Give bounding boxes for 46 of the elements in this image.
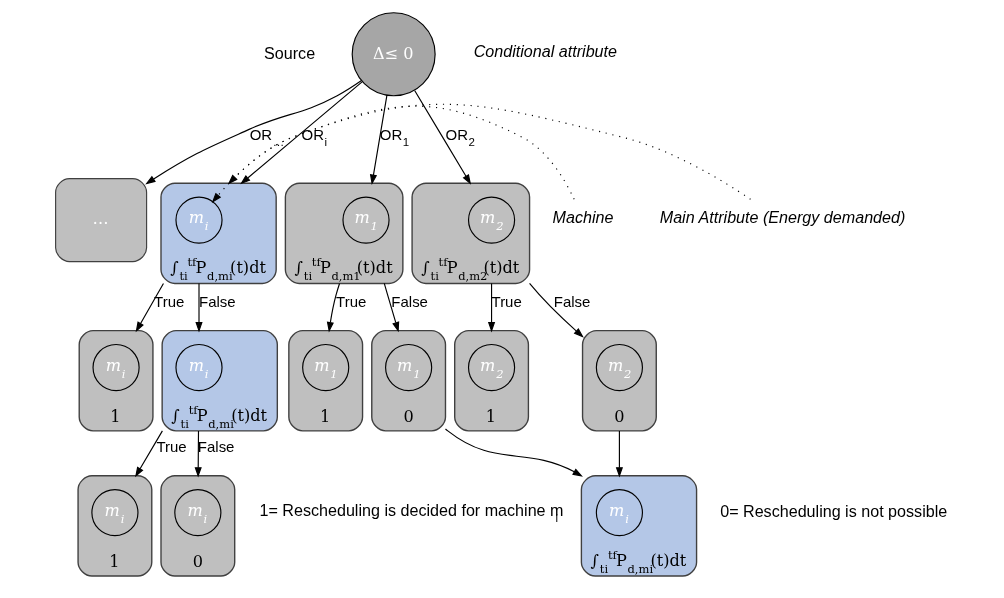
node-circle: m$_{1}$ (384, 343, 432, 392)
node-circle: m$_{1}$ (301, 343, 349, 392)
edge-label: OR$_{…}$ (249, 125, 284, 148)
node-circle: Δ≤ 0 (351, 12, 436, 97)
node-circle: m$_{i}$ (91, 343, 140, 392)
arrow (528, 282, 584, 338)
edge-label: False (390, 292, 428, 310)
edge-label: False (198, 292, 236, 310)
edge-label: True (153, 292, 184, 310)
edge-label: OR$_{i}$ (301, 125, 327, 148)
arrow (413, 89, 471, 185)
node-label: Source (263, 43, 315, 62)
node-circle: m$_{i}$ (90, 489, 139, 537)
arrow (135, 282, 164, 333)
arrow (144, 79, 362, 185)
arrow (239, 81, 363, 185)
arrow (615, 430, 623, 478)
node-circle: m$_{i}$ (174, 343, 223, 392)
arrow (194, 282, 203, 333)
node-circle: m$_{i}$ (174, 196, 223, 244)
node-text: Machine (552, 208, 613, 227)
edge-label: True (155, 438, 187, 456)
node-circle: m$_{2}$ (595, 343, 643, 392)
arrow (487, 282, 495, 333)
node-circle: m$_{2}$ (467, 196, 515, 244)
node-circle: m$_{2}$ (467, 343, 515, 392)
node-text: Main Attribute (Energy demanded) (659, 208, 905, 227)
arrow (444, 428, 583, 477)
arrow (383, 282, 399, 333)
arrow (369, 94, 387, 185)
arrow (134, 430, 163, 478)
edge-label: OR$_{1}$ (379, 125, 409, 148)
edge-label: True (335, 292, 366, 310)
node-circle: m$_{1}$ (341, 196, 390, 244)
label: 0= Rescheduling is not possible (719, 501, 947, 520)
arrow (227, 103, 751, 200)
arrow (211, 105, 575, 203)
node-box: … (54, 178, 147, 263)
edge-label: False (553, 292, 590, 310)
edge-label: OR$_{2}$ (444, 125, 475, 148)
node-circle: m$_{i}$ (595, 489, 643, 537)
edge-label: False (197, 438, 234, 456)
arrow (326, 282, 340, 333)
node-label: Conditional attribute (473, 42, 617, 61)
edge-label: True (491, 292, 522, 310)
node-circle: m$_{i}$ (173, 489, 221, 537)
